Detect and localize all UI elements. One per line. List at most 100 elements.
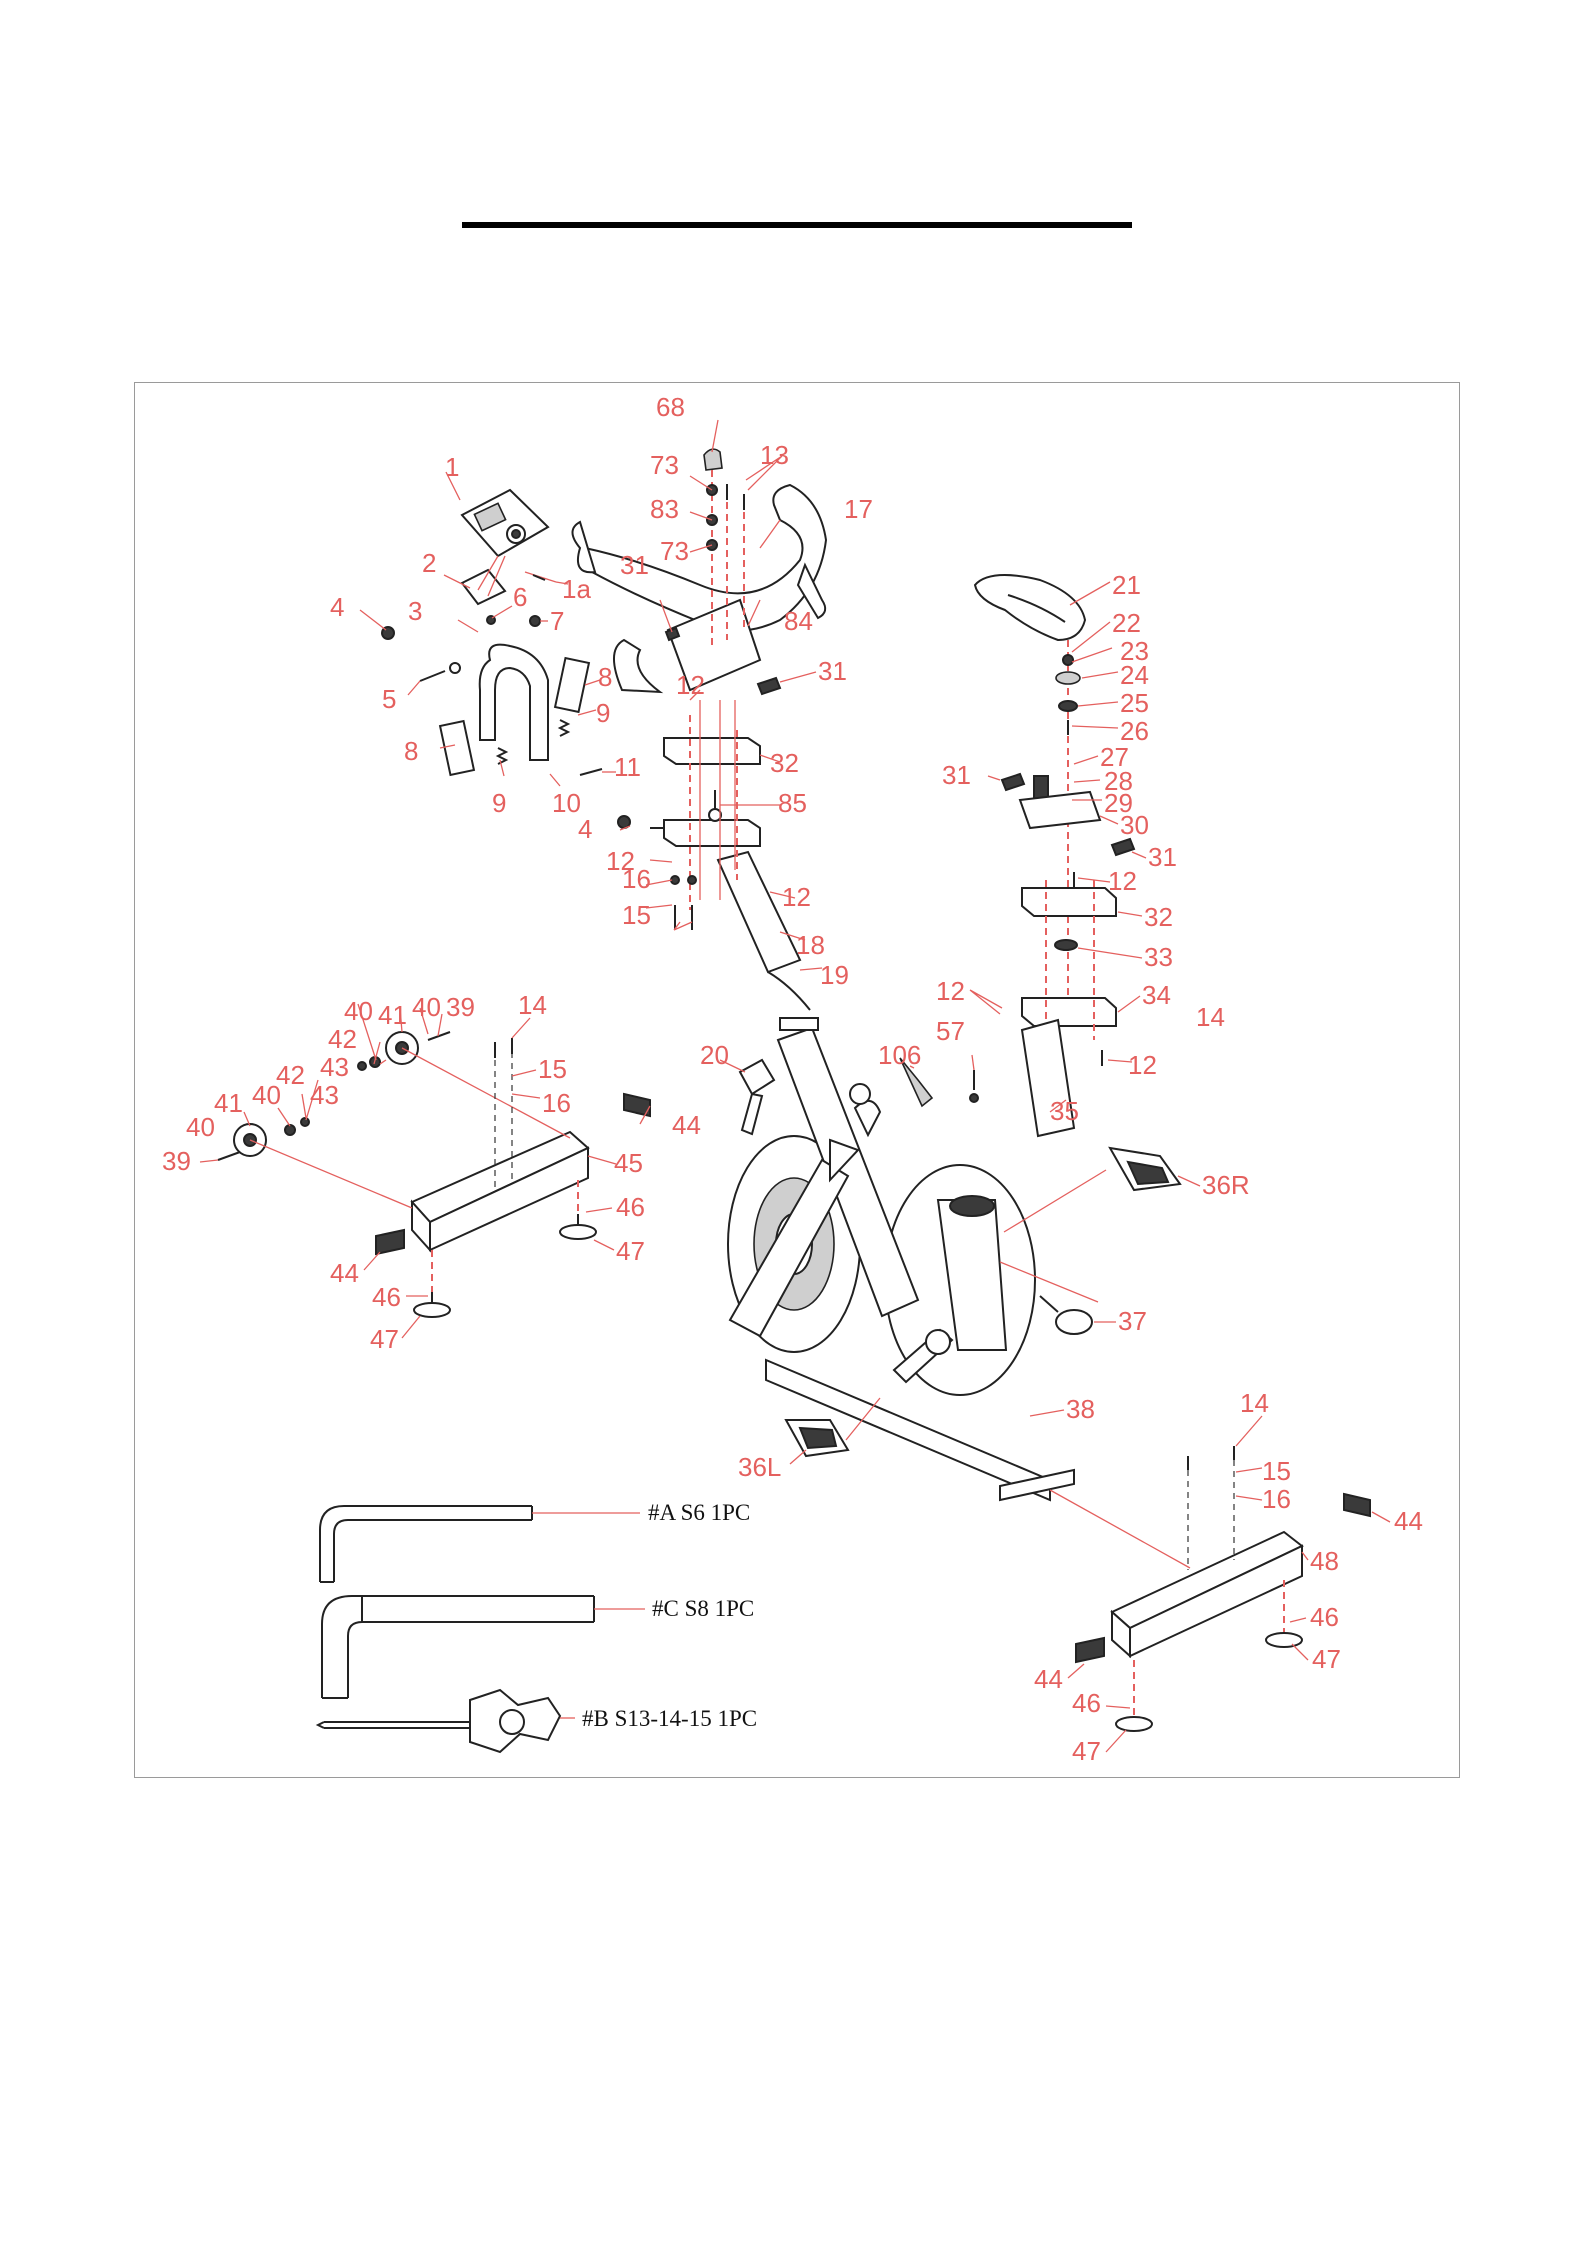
part-label: 39 — [446, 992, 475, 1022]
console-screen — [473, 502, 507, 532]
part-label: 8 — [404, 736, 418, 766]
part-label: 48 — [1310, 1546, 1339, 1576]
console-bracket — [460, 568, 507, 606]
part-label: 14 — [1196, 1002, 1225, 1032]
part-label: 12 — [936, 976, 965, 1006]
part-label: 29 — [1104, 788, 1133, 818]
part-label: 32 — [1144, 902, 1173, 932]
grip-foam-left — [438, 719, 476, 777]
pop-pin-37 — [1039, 1295, 1093, 1335]
part-label: 30 — [1120, 810, 1149, 840]
pin-5 — [419, 670, 446, 682]
screws-14 — [670, 875, 697, 930]
part-label: 32 — [770, 748, 799, 778]
tool-label-b: #B S13-14-15 1PC — [582, 1706, 757, 1731]
saddle-21 — [973, 574, 1087, 642]
part-label: 46 — [616, 1192, 645, 1222]
part-label: 47 — [1072, 1736, 1101, 1766]
end-cap-44a — [375, 1228, 405, 1256]
part-label: 16 — [542, 1088, 571, 1118]
part-label: 45 — [614, 1148, 643, 1178]
tool-allen-key-s6 — [319, 1505, 640, 1583]
foot-47c — [1265, 1632, 1303, 1648]
part-label: 10 — [552, 788, 581, 818]
part-label: 41 — [378, 1000, 407, 1030]
part-label: 12 — [782, 882, 811, 912]
part-label: 24 — [1120, 660, 1149, 690]
handlebar-stem-18 — [716, 850, 802, 974]
part-label: 106 — [878, 1040, 921, 1070]
part-label: 43 — [310, 1080, 339, 1110]
handlebar-slider-assembly — [617, 700, 811, 1011]
end-cap-44d — [1343, 1492, 1371, 1518]
part-label: 19 — [820, 960, 849, 990]
pedal-right-36R — [1108, 1146, 1182, 1192]
handlebar-post-tube — [478, 643, 549, 761]
part-label: 1a — [562, 574, 591, 604]
part-label: 6 — [513, 582, 527, 612]
part-label: 4 — [578, 814, 592, 844]
tool-label-c: #C S8 1PC — [652, 1596, 754, 1621]
part-label: 9 — [492, 788, 506, 818]
cap-31c — [1000, 772, 1026, 792]
handlebar-horn-left — [613, 638, 664, 694]
part-label: 28 — [1104, 766, 1133, 796]
part-label: 23 — [1120, 636, 1149, 666]
pedal-left-36L — [784, 1419, 850, 1458]
tool-label-a: #A S6 1PC — [648, 1500, 750, 1525]
part-label: 12 — [676, 670, 705, 700]
part-label: 83 — [650, 494, 679, 524]
frame-rear-base — [765, 1358, 1051, 1502]
part-label: 40 — [412, 992, 441, 1022]
tool-allen-key-s8 — [321, 1595, 645, 1699]
part-label: 68 — [656, 392, 685, 422]
part-label: 44 — [672, 1110, 701, 1140]
part-label: 57 — [936, 1016, 965, 1046]
part-label: 12 — [1128, 1050, 1157, 1080]
base-plate — [999, 1468, 1075, 1502]
part-label: 5 — [382, 684, 396, 714]
part-label: 14 — [1240, 1388, 1269, 1418]
seat-clamp-24 — [1055, 671, 1081, 685]
part-label: 25 — [1120, 688, 1149, 718]
part-labels: 1 1a 2 3 4 4 5 6 7 8 8 9 9 10 11 12 12 1… — [162, 392, 1423, 1766]
part-label: 26 — [1120, 716, 1149, 746]
bolt-39b — [427, 1031, 451, 1041]
part-label: 36R — [1202, 1170, 1250, 1200]
rear-stabilizer — [1049, 1446, 1371, 1732]
console-assembly — [460, 488, 557, 606]
part-label: 13 — [760, 440, 789, 470]
part-label: 40 — [252, 1080, 281, 1110]
part-label: 85 — [778, 788, 807, 818]
part-label: 16 — [622, 864, 651, 894]
part-label: 16 — [1262, 1484, 1291, 1514]
part-label: 39 — [162, 1146, 191, 1176]
diagram-frame — [134, 382, 1460, 1778]
part-label: 44 — [1034, 1664, 1063, 1694]
part-label: 17 — [844, 494, 873, 524]
part-label: 47 — [1312, 1644, 1341, 1674]
tool-labels: #A S6 1PC #C S8 1PC #B S13-14-15 1PC — [582, 1500, 757, 1731]
title-rule — [462, 222, 1132, 228]
part-label: 46 — [372, 1282, 401, 1312]
part-label: 15 — [538, 1054, 567, 1084]
end-cap-44c — [1075, 1636, 1105, 1664]
part-label: 14 — [518, 990, 547, 1020]
slider-plate-32 — [663, 737, 761, 765]
frame-down-tube — [776, 1026, 920, 1318]
washer-25 — [1058, 700, 1078, 712]
part-label: 27 — [1100, 742, 1129, 772]
handlebar-bracket-84 — [666, 598, 762, 692]
knob-20 — [738, 1058, 776, 1136]
part-label: 31 — [1148, 842, 1177, 872]
seat-assembly — [973, 574, 1136, 1138]
part-label: 46 — [1310, 1602, 1339, 1632]
foot-47a — [559, 1224, 597, 1240]
part-label: 40 — [344, 996, 373, 1026]
part-label: 35 — [1050, 1096, 1079, 1126]
foot-47b — [413, 1302, 451, 1318]
grip-foam-right — [553, 656, 591, 714]
part-label: 22 — [1112, 608, 1141, 638]
